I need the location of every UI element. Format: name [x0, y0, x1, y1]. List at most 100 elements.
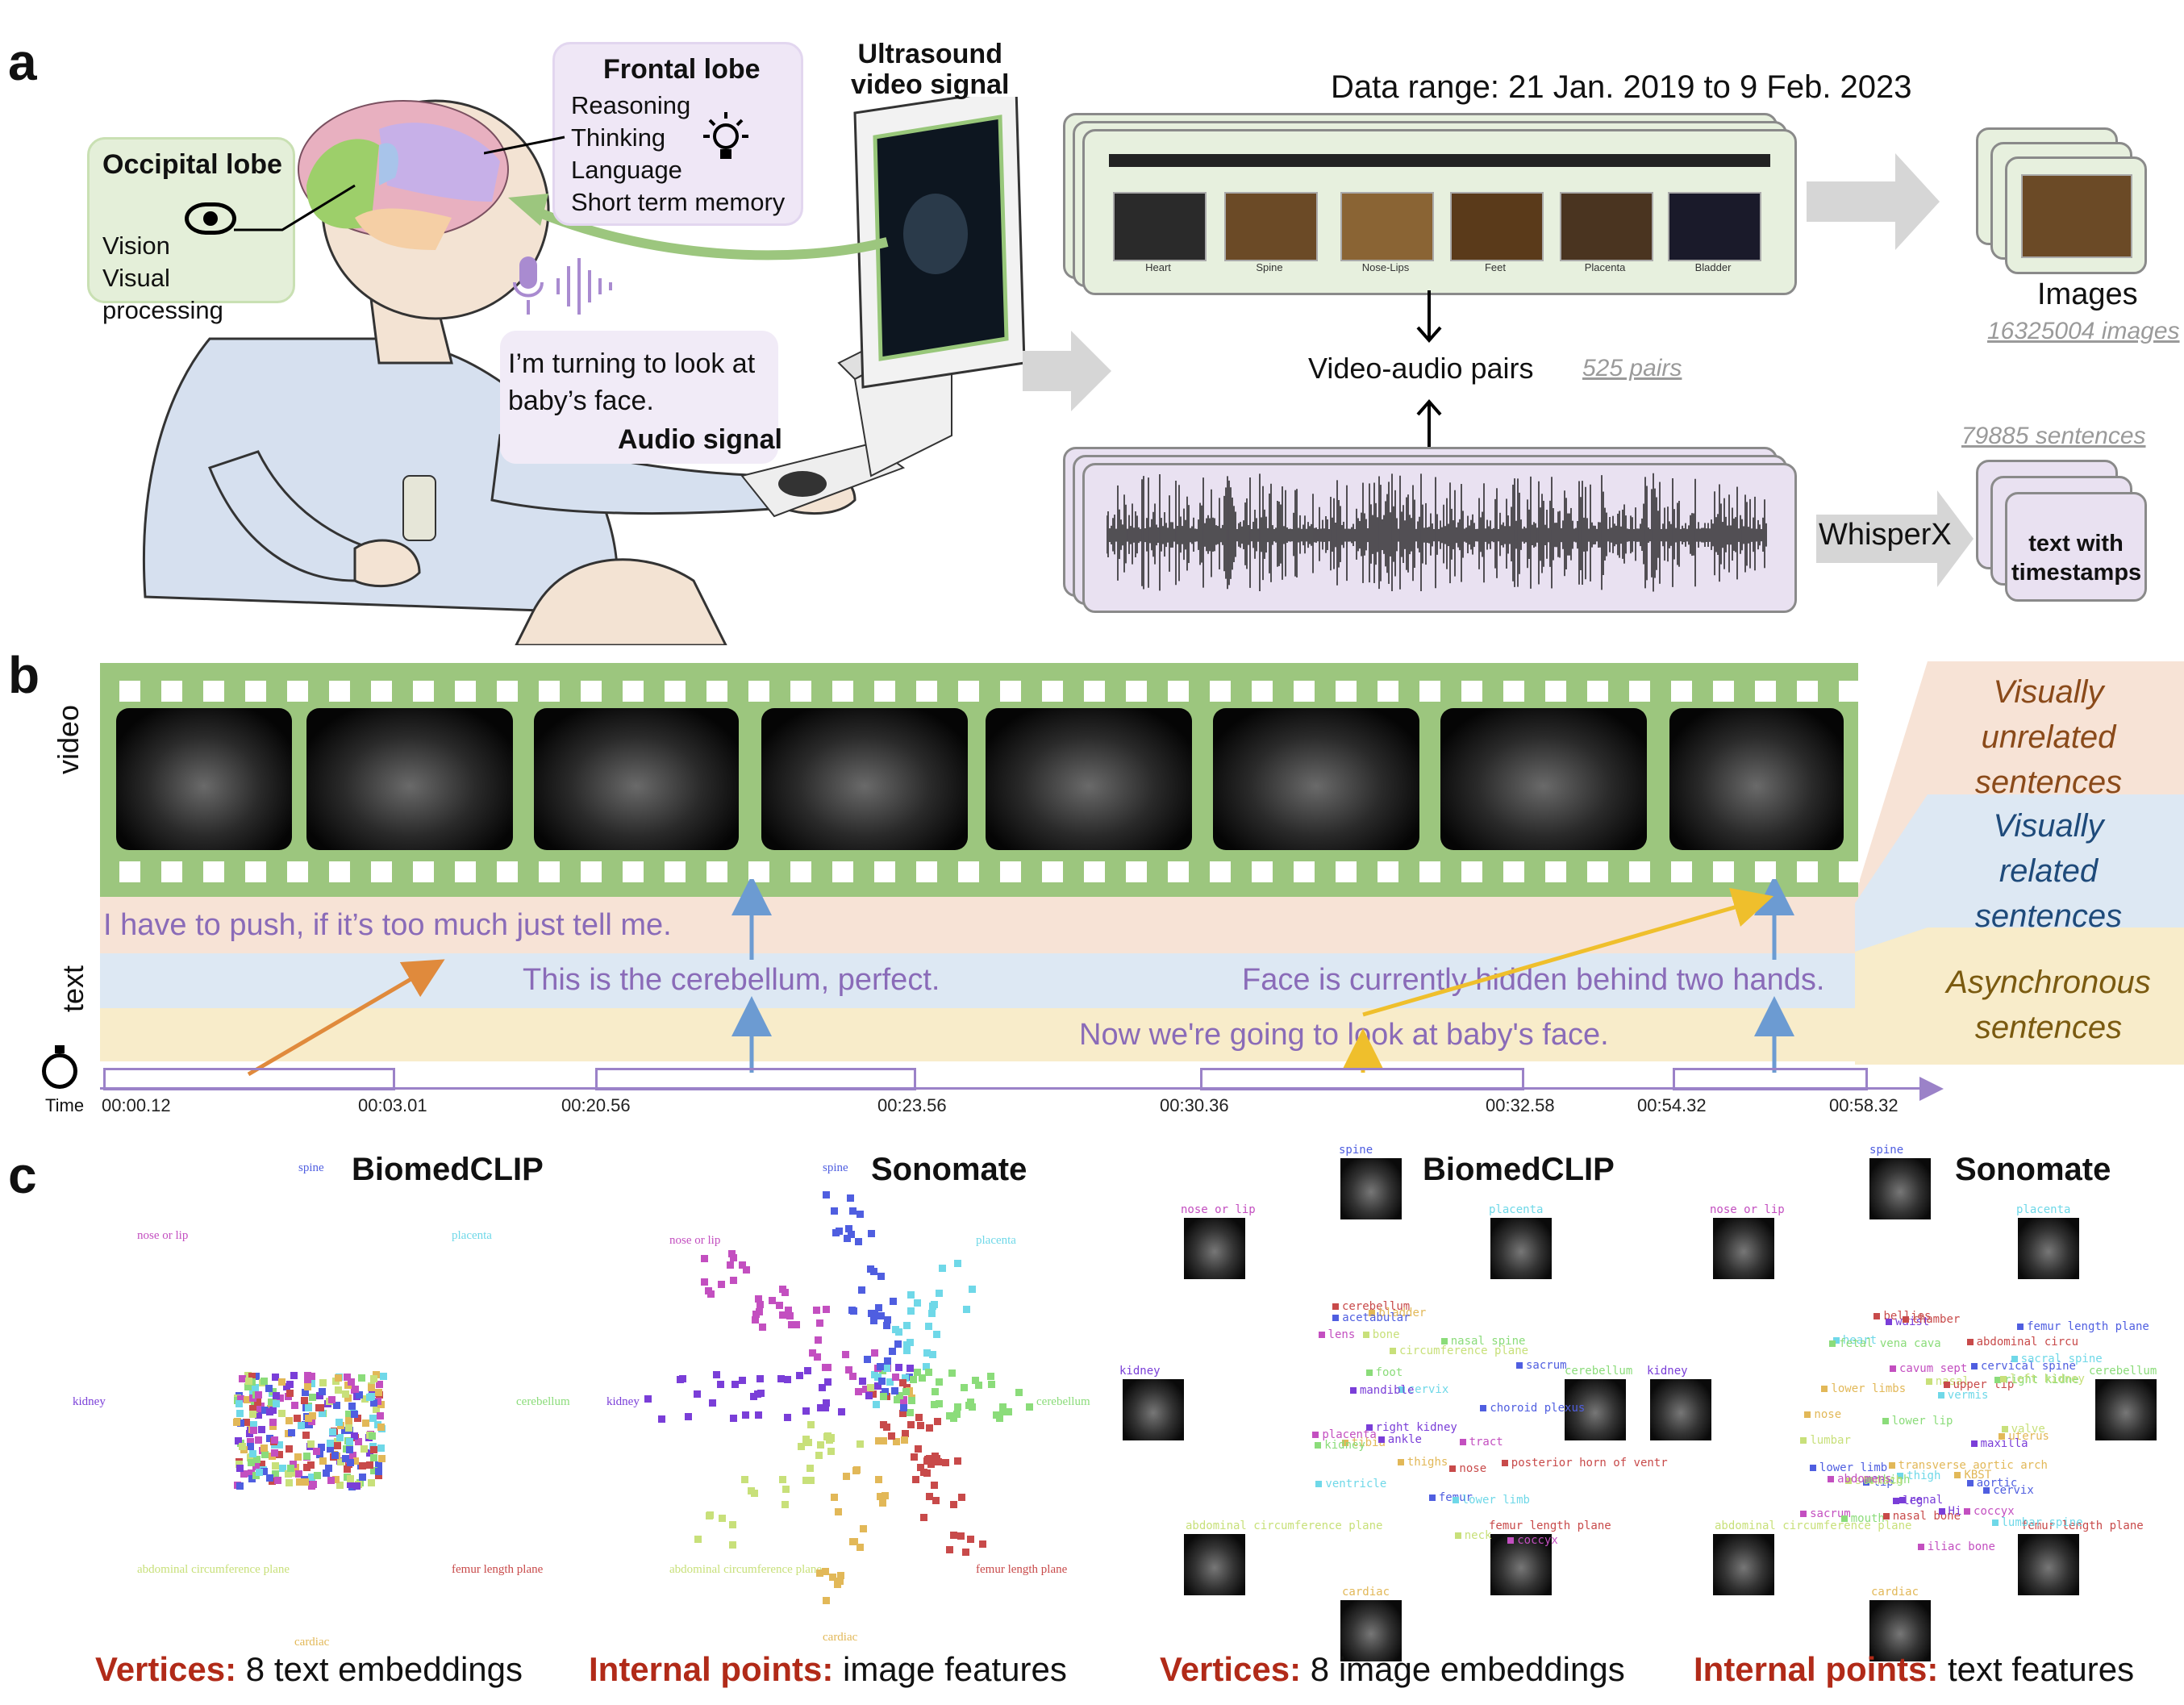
film-hole: [958, 681, 979, 702]
embedding-point: [237, 1419, 245, 1428]
embedding-point: [879, 1367, 887, 1375]
embedding-point: [837, 1571, 845, 1579]
embedding-point: [830, 1207, 838, 1215]
vertex-label: abdominal circumference plane: [669, 1563, 823, 1576]
film-hole: [1629, 681, 1650, 702]
thumbnail-label: Placenta: [1584, 261, 1626, 273]
vertex-image: [1713, 1218, 1774, 1279]
ultrasound-frame: [1440, 708, 1647, 850]
frontal-lobe-title: Frontal lobe: [603, 54, 761, 85]
embedding-point: [267, 1399, 275, 1407]
embedding-point: [657, 1415, 665, 1423]
embedding-point: [892, 1326, 900, 1334]
vertex-label: cardiac: [1871, 1586, 1919, 1599]
ultrasound-label: Ultrasound video signal: [851, 39, 1010, 100]
embedding-point: [877, 1311, 885, 1319]
audio-waveform: [1107, 473, 1767, 592]
embedding-point: [372, 1405, 380, 1413]
embedding-point: [334, 1441, 341, 1449]
embedding-point: [847, 1231, 855, 1239]
lightbulb-icon: [703, 112, 748, 159]
text-point-label: Hi: [1948, 1505, 1962, 1519]
embedding-point: [370, 1467, 378, 1475]
embedding-point: [998, 1403, 1007, 1411]
text-point-label: sacral spine: [2020, 1353, 2103, 1366]
film-hole: [539, 861, 560, 882]
embedding-point: [235, 1400, 244, 1408]
embedding-point: [236, 1394, 244, 1403]
embedding-point: [347, 1378, 355, 1386]
embedding-point: [335, 1374, 343, 1382]
embedding-point: [706, 1290, 715, 1298]
embedding-point: [295, 1478, 303, 1486]
speech-text: I’m turning to look at baby’s face.: [508, 345, 755, 419]
embedding-point: [1015, 1388, 1023, 1396]
embedding-point: [336, 1482, 344, 1490]
embedding-point: [336, 1458, 344, 1466]
embedding-point: [238, 1443, 246, 1451]
embedding-point: [844, 1235, 852, 1243]
embedding-point: [879, 1499, 887, 1507]
caption-red: Vertices:: [95, 1650, 237, 1688]
embedding-point: [822, 1403, 830, 1411]
embedding-point: [779, 1475, 787, 1483]
text-point: [1315, 1442, 1322, 1449]
film-hole: [1210, 681, 1231, 702]
text-point-label: left kidney: [2010, 1372, 2085, 1386]
embedding-point: [284, 1470, 292, 1478]
film-hole: [539, 681, 560, 702]
embedding-point: [369, 1414, 377, 1422]
film-hole: [1713, 681, 1734, 702]
embedding-point: [351, 1386, 359, 1394]
embedding-point: [883, 1315, 891, 1324]
embedding-point: [345, 1424, 353, 1432]
ultrasound-frame: [1213, 708, 1419, 850]
text-point: [1937, 1391, 1944, 1399]
embedding-point: [882, 1321, 890, 1329]
embedding-point: [693, 1390, 701, 1398]
embedding-point: [823, 1399, 831, 1407]
vertex-image: [1184, 1534, 1245, 1595]
text-point-label: coccyx: [1517, 1533, 1558, 1547]
embedding-point: [902, 1387, 911, 1395]
embedding-point: [932, 1497, 940, 1505]
embedding-point: [719, 1515, 727, 1523]
ultrasound-label-line: video signal: [851, 69, 1010, 100]
embedding-point: [718, 1280, 726, 1288]
text-point-label: lumbar spine: [2001, 1515, 2083, 1529]
vertex-label: cardiac: [1342, 1586, 1390, 1599]
embedding-point: [319, 1378, 327, 1386]
text-point: [1516, 1361, 1523, 1369]
embedding-point: [907, 1307, 915, 1315]
embedding-point: [950, 1531, 957, 1539]
embedding-point: [848, 1372, 857, 1380]
time-tick: 00:20.56: [561, 1095, 631, 1115]
time-label: Time: [45, 1095, 85, 1115]
legend-async: Asynchronous sentences: [1928, 960, 2169, 1050]
text-point-label: chamber: [1912, 1312, 1961, 1326]
embedding-point: [878, 1378, 886, 1386]
text-point: [1899, 1497, 1906, 1504]
embedding-point: [271, 1436, 279, 1444]
embedding-point: [728, 1520, 736, 1528]
embedding-point: [295, 1470, 303, 1478]
embedding-point: [855, 1238, 863, 1246]
embedding-point: [343, 1465, 351, 1473]
embedding-point: [967, 1399, 975, 1407]
embedding-point: [291, 1401, 299, 1409]
text-point-label: nasal spine: [1450, 1334, 1526, 1348]
legend-flares: [1855, 661, 2184, 1065]
embedding-point: [823, 1305, 831, 1313]
embedding-point: [730, 1276, 738, 1284]
embedding-point: [235, 1409, 244, 1417]
text-point-label: circumference plane: [1398, 1344, 1529, 1357]
embedding-point: [235, 1461, 243, 1469]
embedding-point: [369, 1454, 377, 1462]
embedding-point: [271, 1373, 279, 1381]
vertex-label: placenta: [1489, 1203, 1544, 1216]
embedding-point: [370, 1399, 378, 1407]
text-point: [1349, 1387, 1357, 1394]
text-point: [1449, 1465, 1457, 1473]
eye-icon: [185, 202, 236, 235]
embedding-point: [233, 1418, 241, 1426]
